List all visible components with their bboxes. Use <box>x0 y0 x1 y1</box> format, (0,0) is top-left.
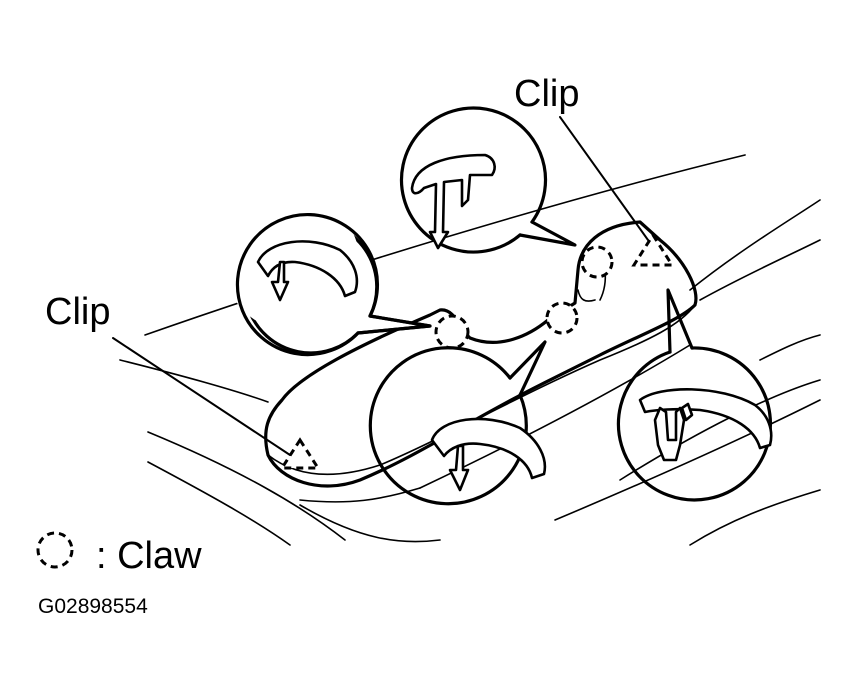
clip-marker <box>279 437 321 470</box>
claw-legend-label: : Claw <box>96 535 202 577</box>
clip-label-left: Clip <box>45 291 111 333</box>
leader-lines <box>112 116 649 456</box>
claw-marker <box>434 314 470 350</box>
figure-code: G02898554 <box>38 595 148 618</box>
claw-part-shape <box>410 153 496 250</box>
claw-legend-icon <box>36 531 74 569</box>
clip-detail-callout-right <box>616 288 773 502</box>
claw-marker <box>545 301 579 335</box>
claw-part-shape <box>430 417 547 480</box>
claw-marker <box>580 245 614 279</box>
clip-markers <box>279 232 675 470</box>
clip-marker <box>631 232 675 267</box>
claw-detail-callout-bottom <box>368 340 547 506</box>
claw-detail-callout-top <box>399 106 577 254</box>
claw-markers <box>434 245 614 350</box>
clip-label-top: Clip <box>514 73 580 115</box>
claw-detail-callout-left <box>224 195 432 357</box>
